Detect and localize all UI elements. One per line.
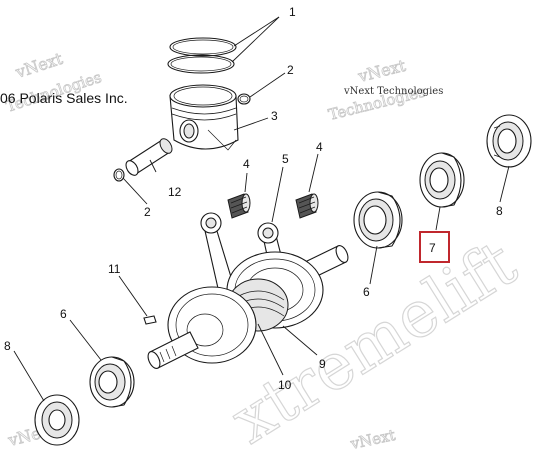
copyright-text: 06 Polaris Sales Inc. [0,90,128,106]
callout-4-left: 4 [243,157,250,171]
piston-pin-part-12 [125,138,173,176]
highlight-box-part-7 [419,231,450,263]
callout-5: 5 [282,152,289,166]
key-part-11 [143,315,157,325]
circlip-part-2-top [237,93,251,105]
callout-12: 12 [168,185,182,199]
callout-3: 3 [271,109,278,123]
circlip-part-2-left [113,168,125,182]
needle-bearing-part-4-left [227,193,251,219]
callout-8-left: 8 [4,339,11,353]
bearing-part-6-right [353,191,403,249]
seal-part-7 [419,152,465,208]
callout-2-left: 2 [144,205,151,219]
callout-11: 11 [108,262,121,276]
piston-part-3 [169,84,239,151]
callout-8-right: 8 [496,204,503,218]
callout-labels: 1 2 3 4 5 4 12 2 11 6 8 6 7 8 9 10 [4,5,503,392]
watermark-vnext-top-right: vNext [355,56,408,86]
callout-6-left: 6 [60,307,67,321]
callout-1: 1 [289,5,296,19]
piston-rings-part-1 [167,37,237,74]
callout-9: 9 [319,357,326,371]
oil-seal-part-8-right [486,114,532,168]
crankshaft-assembly [147,212,349,369]
callout-6-right: 6 [363,285,370,299]
watermark-vnext-top-left: vNext [12,49,65,82]
needle-bearing-part-4-right [295,193,319,219]
oil-seal-part-8-left [34,394,80,446]
callout-10: 10 [278,378,292,392]
callout-2-top: 2 [287,63,294,77]
watermark-vnext-bottom-right: vNext [348,426,397,449]
bearing-part-6-left [89,356,135,408]
header-brand-text: vNext Technologies [343,86,443,97]
callout-4-right: 4 [316,140,323,154]
leader-lines [13,16,510,402]
callout-7: 7 [429,241,436,255]
